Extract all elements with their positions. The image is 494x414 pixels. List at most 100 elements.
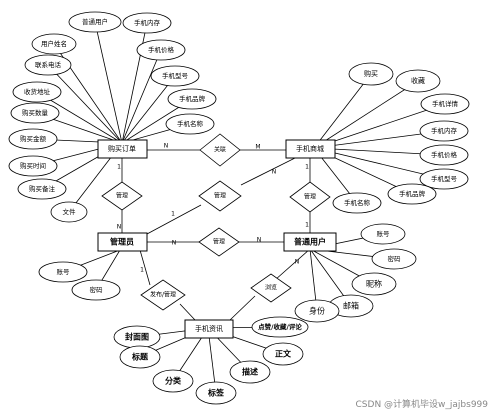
attr-ellipse: 账号	[360, 223, 406, 245]
svg-text:联系电话: 联系电话	[35, 60, 62, 69]
attr-ellipse: 收货地址	[12, 81, 62, 103]
svg-text:账号: 账号	[377, 229, 391, 238]
svg-text:账号: 账号	[57, 267, 71, 276]
svg-text:N: N	[295, 259, 300, 266]
svg-text:手机名称: 手机名称	[344, 198, 371, 207]
svg-text:M: M	[255, 144, 260, 151]
attr-ellipse: 购买时间	[8, 155, 58, 177]
relationship-manage-order: 管理	[101, 181, 143, 211]
attr-ellipse: 账号	[38, 261, 88, 283]
attr-ellipse: 手机名称	[332, 192, 382, 214]
attr-ellipse: 手机品牌	[387, 183, 437, 205]
attr-ellipse: 手机价格	[136, 39, 186, 61]
svg-text:1: 1	[171, 211, 175, 218]
svg-text:购买订单: 购买订单	[108, 144, 136, 153]
svg-text:购买: 购买	[364, 69, 378, 78]
svg-text:管理: 管理	[304, 193, 316, 201]
svg-text:手机型号: 手机型号	[431, 174, 458, 183]
attr-ellipse: 手机价格	[419, 144, 469, 166]
relationship-manage-user-products: 管理	[289, 181, 331, 213]
attr-ellipse: 标签	[195, 381, 237, 405]
svg-text:邮箱: 邮箱	[343, 301, 359, 311]
svg-text:N: N	[164, 143, 169, 150]
svg-text:手机品牌: 手机品牌	[179, 94, 206, 103]
svg-text:密码: 密码	[90, 285, 104, 294]
attr-ellipse: 购买	[348, 62, 394, 86]
svg-text:手机品牌: 手机品牌	[399, 189, 426, 198]
attr-ellipse: 手机内存	[419, 120, 469, 142]
svg-text:用户姓名: 用户姓名	[41, 39, 67, 48]
svg-text:点赞/收藏/评论: 点赞/收藏/评论	[258, 322, 302, 331]
entities: 购买订单 手机商城 管理员 普通用户 手机资讯	[97, 139, 337, 339]
svg-text:手机型号: 手机型号	[162, 71, 189, 80]
svg-text:手机商城: 手机商城	[296, 144, 324, 153]
svg-text:普通用户: 普通用户	[294, 237, 326, 247]
svg-text:浏览: 浏览	[265, 284, 277, 292]
attr-ellipse: 分类	[152, 369, 194, 393]
attr-ellipse: 普通用户	[68, 11, 122, 33]
relationship-publish-manage: 发布/管理	[140, 279, 186, 311]
attr-ellipse: 密码	[71, 279, 121, 301]
attr-ellipse: 用户姓名	[31, 33, 77, 55]
watermark: CSDN @计算机毕设w_jajbs999	[355, 400, 488, 410]
svg-text:手机名称: 手机名称	[177, 119, 204, 128]
svg-text:手机内存: 手机内存	[431, 126, 458, 135]
attr-ellipse: 身份	[294, 299, 340, 323]
entity-purchase-order: 购买订单	[97, 139, 148, 159]
svg-text:N: N	[272, 169, 277, 176]
svg-text:封面图: 封面图	[125, 332, 149, 342]
svg-text:管理: 管理	[213, 238, 225, 246]
relationship-browse: 浏览	[250, 273, 292, 303]
attr-ellipse: 手机型号	[150, 65, 200, 87]
entity-phone-products: 手机商城	[285, 139, 336, 159]
attr-ellipse: 手机名称	[165, 113, 215, 135]
user-attributes: 账号 密码 昵称 邮箱 身份	[294, 223, 417, 323]
relationship-associate: 关联	[199, 133, 241, 167]
attr-ellipse: 手机详情	[420, 93, 470, 115]
svg-text:普通用户: 普通用户	[82, 17, 108, 26]
attr-ellipse: 标题	[119, 345, 161, 369]
cardinality-labels: N M 1 N 1 N 1 1 N N 1 N	[117, 143, 309, 274]
svg-text:1: 1	[140, 267, 144, 274]
svg-text:1: 1	[117, 164, 121, 171]
svg-text:收货地址: 收货地址	[24, 87, 51, 96]
attr-ellipse: 手机型号	[419, 168, 469, 190]
attr-ellipse: 手机内存	[122, 12, 172, 34]
attr-ellipse: 封面图	[113, 325, 161, 349]
attr-ellipse: 购买数量	[10, 102, 60, 124]
svg-text:正文: 正文	[275, 349, 292, 359]
svg-text:购买时间: 购买时间	[20, 161, 46, 170]
attr-ellipse: 昵称	[351, 272, 397, 296]
svg-text:1: 1	[305, 222, 309, 229]
attr-ellipse: 收藏	[395, 69, 441, 93]
relationship-manage-user: 管理	[198, 227, 240, 257]
product-attributes: 购买 收藏 手机详情 手机内存 手机价格 手机型号 手机品牌 手机名称	[332, 62, 470, 214]
svg-text:关联: 关联	[214, 146, 226, 154]
svg-text:密码: 密码	[388, 254, 402, 263]
order-attributes: 普通用户 用户姓名 联系电话 收货地址 购买数量 购买金额 购买时间 购买备注 …	[8, 11, 217, 223]
svg-text:N: N	[257, 237, 262, 244]
svg-text:昵称: 昵称	[366, 279, 382, 289]
entity-phone-info: 手机资讯	[184, 319, 234, 339]
svg-text:N: N	[172, 240, 177, 247]
svg-text:购买数量: 购买数量	[22, 108, 49, 117]
svg-text:手机详情: 手机详情	[432, 99, 459, 108]
svg-text:分类: 分类	[165, 376, 181, 386]
svg-text:收藏: 收藏	[411, 76, 425, 85]
svg-text:手机价格: 手机价格	[431, 150, 458, 159]
entity-normal-user: 普通用户	[283, 232, 337, 252]
svg-text:管理员: 管理员	[110, 237, 134, 247]
attr-ellipse: 手机品牌	[167, 88, 217, 110]
svg-text:管理: 管理	[116, 192, 128, 200]
svg-text:文件: 文件	[63, 207, 77, 216]
attr-ellipse: 正文	[262, 342, 304, 366]
svg-text:身份: 身份	[309, 306, 325, 316]
svg-text:手机价格: 手机价格	[148, 45, 175, 54]
svg-text:管理: 管理	[214, 192, 226, 200]
relationship-manage-products: 管理	[198, 180, 242, 212]
svg-text:购买金额: 购买金额	[20, 134, 47, 143]
svg-text:手机资讯: 手机资讯	[195, 324, 223, 333]
svg-text:N: N	[117, 224, 122, 231]
svg-text:描述: 描述	[242, 367, 258, 377]
